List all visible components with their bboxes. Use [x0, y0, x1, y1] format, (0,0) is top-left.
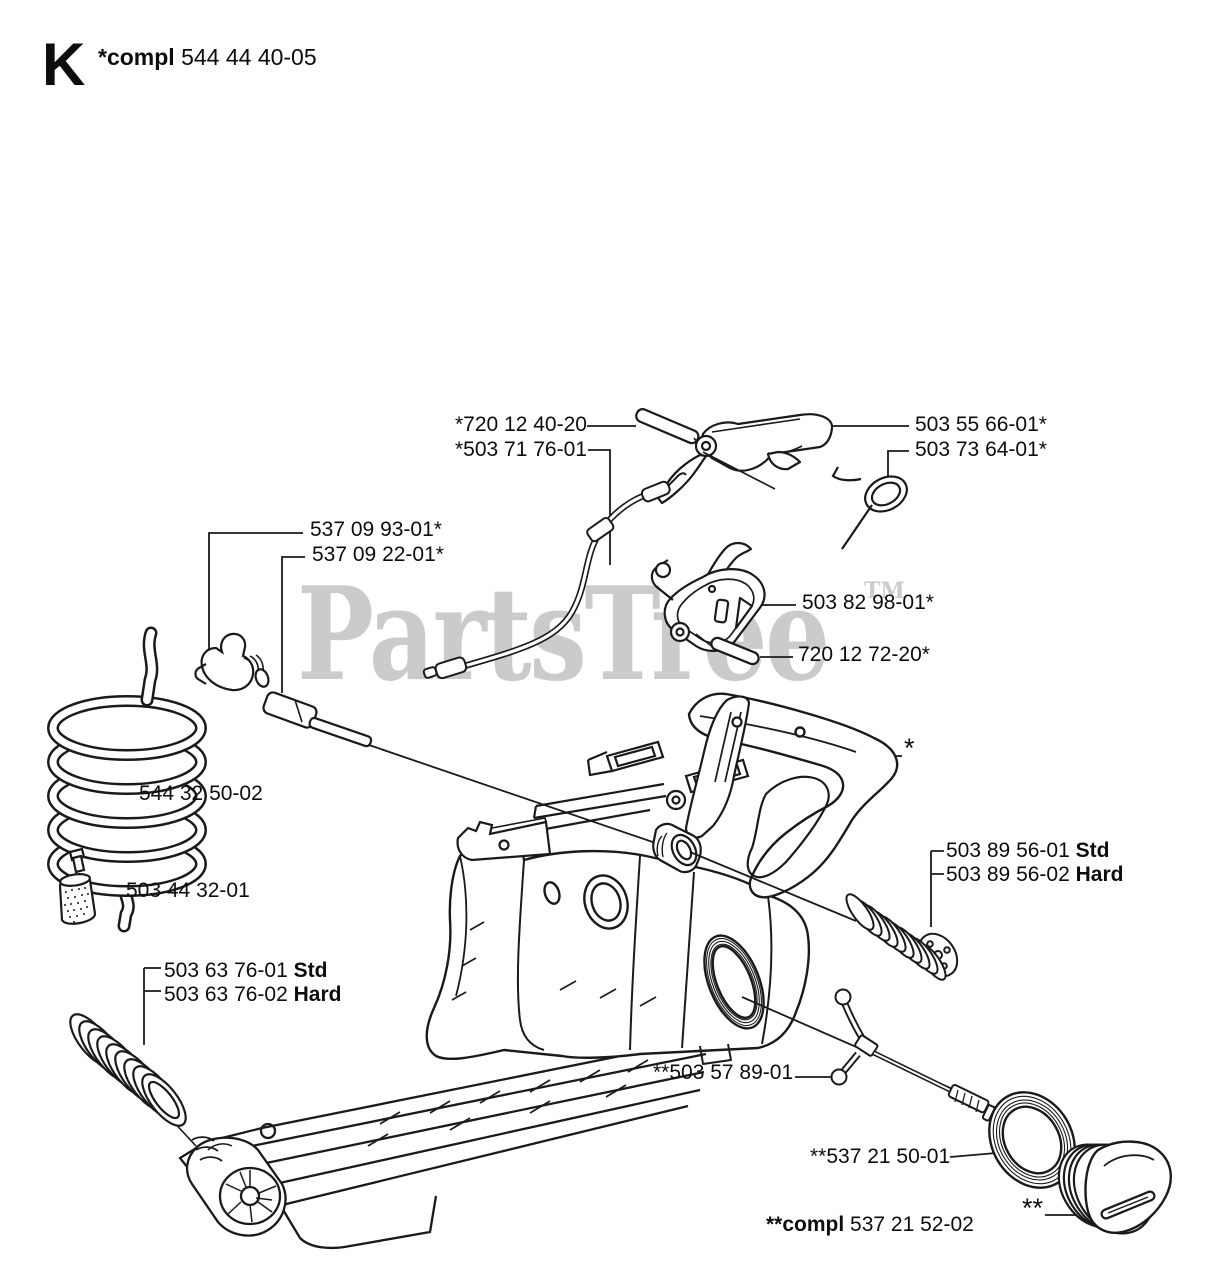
part-label-503-55-66-01: 503 55 66-01* — [915, 413, 1047, 437]
cable-boss-drawing — [652, 822, 702, 874]
fuel-tank-body-drawing — [425, 837, 811, 1065]
label-text: *503 71 76-01 — [455, 438, 587, 461]
part-label-503-71-76-01: *503 71 76-01 — [455, 438, 587, 462]
lockout-pin-drawing — [695, 633, 760, 666]
label-text: 544 32 50-02 — [139, 782, 263, 805]
label-text: 503 89 56-01 — [946, 839, 1076, 862]
part-label-503-63-76-01-std: 503 63 76-01 Std — [164, 959, 327, 983]
part-label-503-44-32-01: 503 44 32-01 — [126, 879, 250, 903]
handle-bracket-drawing — [456, 695, 751, 862]
label-suffix: Hard — [293, 983, 342, 1006]
assembly-title-prefix: *compl — [98, 44, 175, 70]
label-text: 720 12 72-20* — [798, 643, 930, 666]
cap-retainer-drawing — [830, 988, 1005, 1126]
part-label-537-09-22-01: 537 09 22-01* — [312, 543, 444, 567]
throttle-cable-drawing — [422, 472, 687, 680]
filter-stipple — [64, 887, 89, 923]
label-text: ** — [1022, 1193, 1044, 1223]
label-text: * — [904, 733, 915, 763]
cable-adjuster-drawing — [262, 691, 373, 748]
label-text: 503 82 98-01* — [802, 591, 934, 614]
part-label-503-82-98-01: 503 82 98-01* — [802, 591, 934, 615]
damper-spring-left-drawing — [69, 1013, 223, 1162]
part-label-503-89-56-02-hard: 503 89 56-02 Hard — [946, 863, 1123, 887]
part-label-cap-asterisks: ** — [1022, 1193, 1044, 1223]
fuel-filter-drawing — [58, 847, 97, 925]
damper-spring-right-drawing — [845, 893, 959, 981]
part-label-537-09-93-01: 537 09 93-01* — [310, 518, 442, 542]
part-label-handle-asterisk: * — [904, 733, 915, 763]
label-text: 503 44 32-01 — [126, 879, 250, 902]
part-label-503-73-64-01: 503 73 64-01* — [915, 438, 1047, 462]
leader-lines — [91, 425, 1086, 1216]
fuel-cap-drawing — [1057, 1140, 1172, 1235]
label-text: **537 21 50-01 — [810, 1145, 951, 1168]
o-ring-drawing — [988, 1091, 1076, 1189]
torsion-spring-drawing — [831, 466, 908, 550]
lockout-lever-drawing — [650, 541, 766, 652]
label-text: 537 09 93-01* — [310, 518, 442, 541]
assembly-number: 544 44 40-05 — [181, 44, 317, 70]
part-label-544-32-50-02: 544 32 50-02 — [139, 782, 263, 806]
part-label-503-57-89-01: **503 57 89-01 — [653, 1061, 793, 1085]
part-label-503-63-76-02-hard: 503 63 76-02 Hard — [164, 983, 341, 1007]
cable-routing-line — [365, 743, 677, 851]
watermark-tm: TM — [864, 578, 905, 604]
part-label-compl-537-21-52-02: **compl 537 21 52-02 — [766, 1213, 974, 1237]
label-prefix: **compl — [766, 1213, 845, 1236]
label-text: 503 63 76-02 — [164, 983, 294, 1006]
label-text: 503 63 76-01 — [164, 959, 294, 982]
front-mount-boss-drawing — [185, 1136, 287, 1237]
label-text: 537 09 22-01* — [312, 543, 444, 566]
part-label-720-12-40-20: *720 12 40-20 — [455, 413, 587, 437]
label-text: **503 57 89-01 — [653, 1061, 794, 1084]
label-text: *720 12 40-20 — [455, 413, 587, 436]
assembly-title: *compl 544 44 40-05 — [98, 44, 317, 71]
part-label-503-89-56-01-std: 503 89 56-01 Std — [946, 839, 1109, 863]
label-suffix: Hard — [1075, 863, 1124, 886]
label-text: 503 55 66-01* — [915, 413, 1047, 436]
part-label-720-12-72-20: 720 12 72-20* — [798, 643, 930, 667]
label-suffix: Std — [293, 959, 328, 982]
part-label-537-21-50-01: **537 21 50-01 — [810, 1145, 950, 1169]
section-letter: K — [42, 31, 86, 98]
label-suffix: Std — [1075, 839, 1110, 862]
label-text: 537 21 52-02 — [844, 1213, 974, 1236]
elbow-fitting-drawing — [194, 632, 270, 692]
label-text: 503 73 64-01* — [915, 438, 1047, 461]
label-text: 503 89 56-02 — [946, 863, 1076, 886]
